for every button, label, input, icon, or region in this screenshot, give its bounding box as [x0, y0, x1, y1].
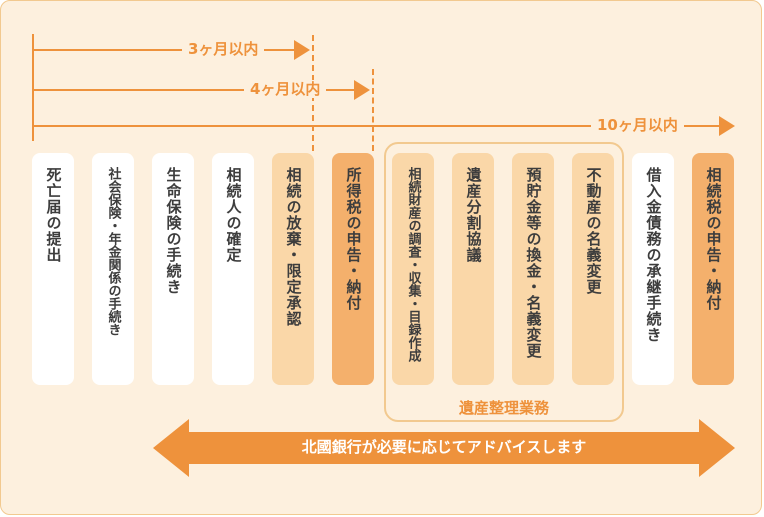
card-deposit-transfer: 預貯金等の換金・名義変更	[512, 153, 554, 385]
card-life-insurance: 生命保険の手続き	[152, 153, 194, 385]
card-label: 相続財産の調査・収集・目録作成	[405, 167, 421, 362]
card-estate-survey: 相続財産の調査・収集・目録作成	[392, 153, 434, 385]
card-heir-confirm: 相続人の確定	[212, 153, 254, 385]
estate-settlement-group	[384, 142, 624, 422]
card-label: 社会保険・年金関係の手続き	[105, 167, 121, 336]
advice-banner-text: 北國銀行が必要に応じてアドバイスします	[301, 438, 587, 456]
card-label: 不動産の名義変更	[584, 167, 603, 295]
timeline-3m-line	[32, 49, 294, 51]
timeline-4m-label: 4ヶ月以内	[244, 80, 327, 98]
card-social-insurance: 社会保険・年金関係の手続き	[92, 153, 134, 385]
card-debt: 借入金債務の承継手続き	[632, 153, 674, 385]
card-label: 遺産分割協議	[464, 167, 483, 263]
advice-double-arrow	[153, 419, 735, 477]
timeline-3m-label: 3ヶ月以内	[182, 40, 265, 58]
card-label: 所得税の申告・納付	[344, 167, 363, 311]
card-death-notice: 死亡届の提出	[32, 153, 74, 385]
card-real-estate: 不動産の名義変更	[572, 153, 614, 385]
card-label: 相続人の確定	[224, 167, 243, 263]
card-inheritance-tax: 相続税の申告・納付	[692, 153, 734, 385]
timeline-10m-label: 10ヶ月以内	[591, 116, 684, 134]
card-label: 相続の放棄・限定承認	[284, 167, 303, 327]
card-label: 相続税の申告・納付	[704, 167, 723, 311]
estate-settlement-group-label: 遺産整理業務	[458, 399, 549, 417]
card-division: 遺産分割協議	[452, 153, 494, 385]
timeline-4m-dashed	[372, 69, 374, 151]
card-label: 生命保険の手続き	[164, 167, 183, 295]
timeline-10m-line	[32, 125, 733, 127]
card-label: 死亡届の提出	[44, 167, 63, 263]
card-label: 借入金債務の承継手続き	[644, 167, 663, 343]
timeline-start-bar	[32, 34, 34, 141]
card-renounce: 相続の放棄・限定承認	[272, 153, 314, 385]
timeline-10m-arrowhead	[719, 116, 735, 136]
card-label: 預貯金等の換金・名義変更	[524, 167, 543, 359]
timeline-3m-arrowhead	[294, 40, 310, 60]
timeline-4m-arrowhead	[354, 80, 370, 100]
timeline-4m-line	[32, 89, 354, 91]
card-income-tax: 所得税の申告・納付	[332, 153, 374, 385]
